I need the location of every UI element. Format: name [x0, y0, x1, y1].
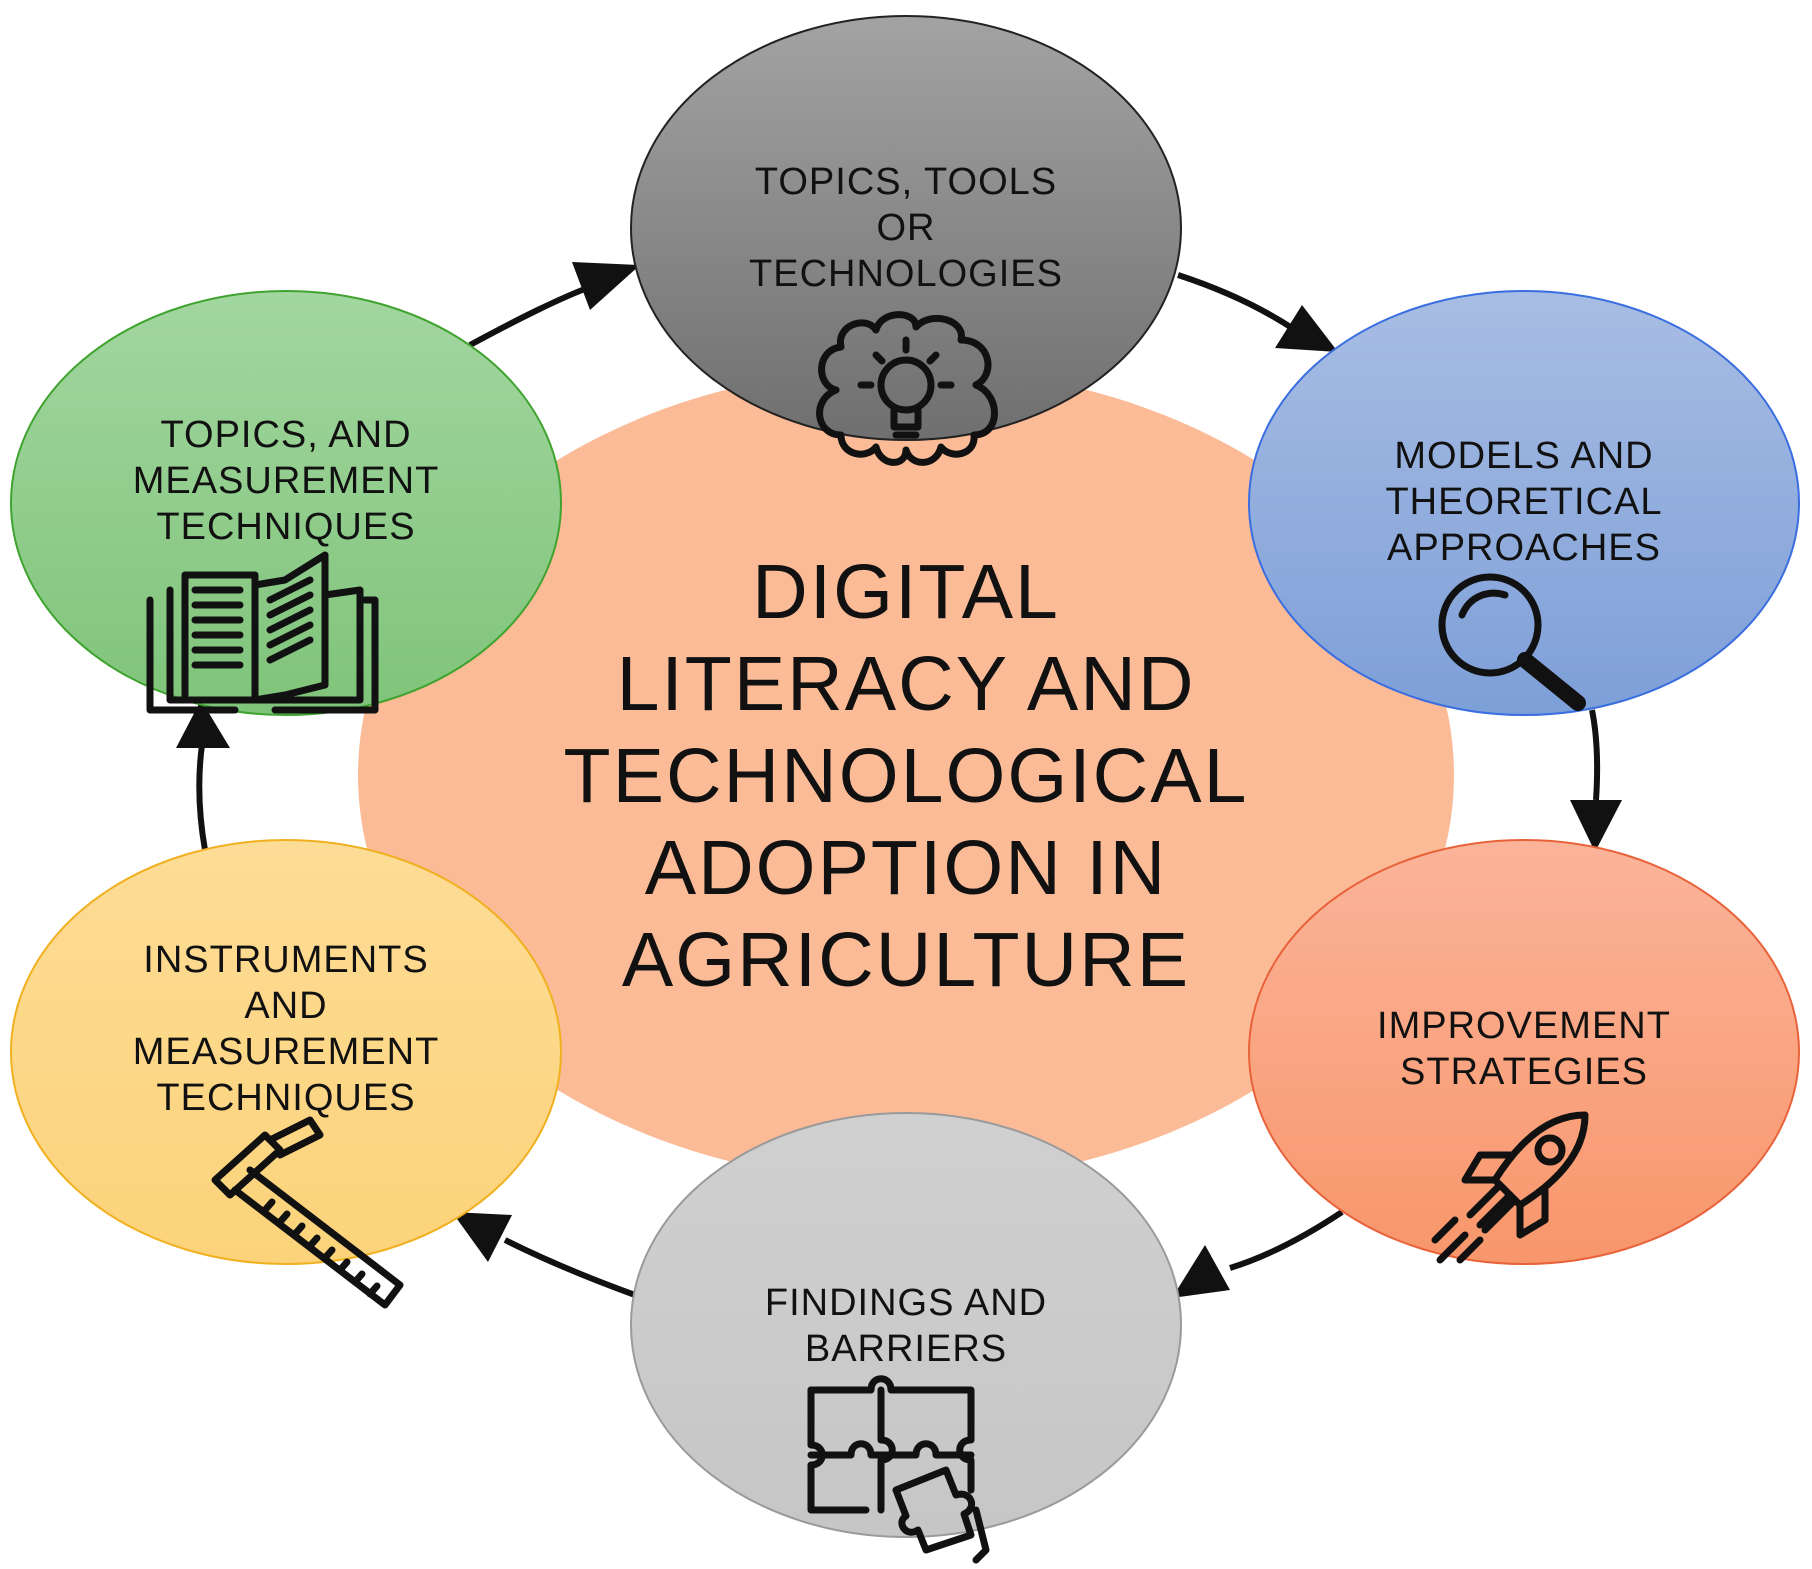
node-topics-measurement: TOPICS, AND MEASUREMENT TECHNIQUES: [10, 290, 562, 716]
node-improvement-line-1: IMPROVEMENT: [1377, 1005, 1671, 1047]
node-models-line-1: MODELS AND: [1394, 435, 1653, 477]
node-instruments-line-4: TECHNIQUES: [156, 1077, 415, 1119]
node-improvement-line-2: STRATEGIES: [1400, 1051, 1648, 1093]
arrowhead-2: [1275, 305, 1338, 352]
arrow-improvement-to-findings: [1229, 1209, 1344, 1271]
center-title-line-2: LITERACY AND: [617, 641, 1196, 727]
arrow-instruments-to-topics-measurement: [196, 744, 208, 851]
node-topics-tools-line-1: TOPICS, TOOLS: [755, 161, 1057, 203]
arrow-topics-tools-to-models: [1177, 272, 1297, 333]
book-icon: [146, 551, 379, 714]
arrow-findings-to-instruments: [503, 1237, 637, 1298]
node-instruments-line-1: INSTRUMENTS: [143, 939, 428, 981]
node-topics-measurement-line-3: TECHNIQUES: [156, 506, 415, 548]
puzzle-icon: [807, 1375, 990, 1564]
node-improvement: IMPROVEMENT STRATEGIES: [1248, 839, 1800, 1265]
node-topics-measurement-line-1: TOPICS, AND: [160, 414, 411, 456]
node-models-line-3: APPROACHES: [1387, 527, 1661, 569]
node-findings: FINDINGS AND BARRIERS: [630, 1112, 1182, 1564]
arrow-models-to-improvement: [1589, 709, 1601, 801]
center-title-line-1: DIGITAL: [752, 549, 1060, 635]
node-topics-measurement-line-2: MEASUREMENT: [133, 460, 440, 502]
node-instruments: INSTRUMENTS AND MEASUREMENT TECHNIQUES: [10, 839, 562, 1309]
arrowhead-3: [1570, 800, 1622, 852]
node-models-line-2: THEORETICAL: [1385, 481, 1662, 523]
arrowhead-1: [572, 262, 640, 310]
node-topics-tools-line-2: OR: [877, 207, 936, 249]
node-topics-tools-line-3: TECHNOLOGIES: [749, 253, 1063, 295]
rocket-icon: [1431, 1111, 1589, 1264]
arrow-topics-measurement-to-topics-tools: [468, 282, 597, 348]
node-instruments-line-2: AND: [244, 985, 327, 1027]
magnifier-icon: [1438, 573, 1586, 711]
arrowhead-4: [1172, 1245, 1230, 1298]
center-title-line-3: TECHNOLOGICAL: [564, 733, 1249, 819]
arrowhead-5: [452, 1212, 512, 1262]
node-findings-line-2: BARRIERS: [805, 1328, 1007, 1370]
center-circle: [358, 367, 1454, 1183]
node-models: MODELS AND THEORETICAL APPROACHES: [1248, 290, 1800, 716]
ruler-icon: [211, 1116, 404, 1309]
center-title-line-4: ADOPTION IN: [645, 825, 1168, 911]
cycle-arrows: [176, 262, 1622, 1298]
node-topics-tools: TOPICS, TOOLS OR TECHNOLOGIES: [630, 15, 1182, 466]
center-title-line-5: AGRICULTURE: [622, 917, 1190, 1003]
node-findings-line-1: FINDINGS AND: [765, 1282, 1047, 1324]
center-title: DIGITAL LITERACY AND TECHNOLOGICAL ADOPT…: [564, 549, 1249, 1003]
node-instruments-line-3: MEASUREMENT: [133, 1031, 440, 1073]
brain-lightbulb-icon: [816, 311, 998, 466]
arrowhead-6: [176, 700, 230, 748]
